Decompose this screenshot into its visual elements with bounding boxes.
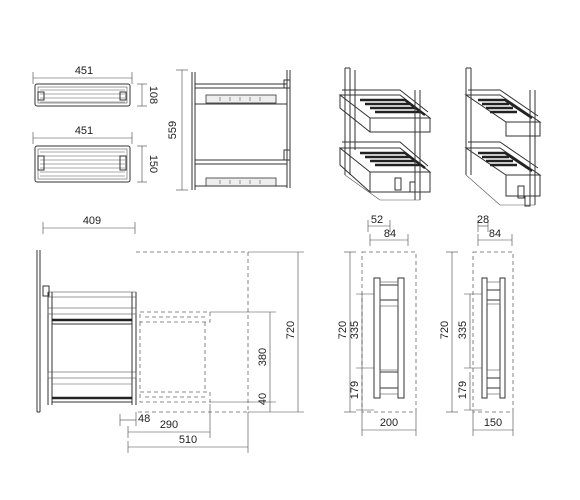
front-view-cabinet-200: 52 84 720 335 179 200 [337, 214, 417, 436]
dim-rail-offset: 48 [138, 413, 150, 425]
front-view-cabinet-150: 28 84 720 335 179 150 [439, 214, 514, 436]
dim-top-view-2-depth: 150 [147, 155, 159, 173]
dim-front-b-cabinet-width: 150 [484, 417, 502, 429]
dim-front-a-cabinet-width: 200 [380, 417, 398, 429]
dim-bottom-offset: 40 [257, 393, 269, 405]
dim-pull-out-mid: 290 [160, 419, 178, 431]
isometric-basket-1 [338, 67, 432, 201]
dim-front-b-lower: 179 [457, 381, 469, 399]
dim-front-b-upper: 335 [457, 321, 469, 339]
dim-shelf-spacing: 380 [257, 348, 269, 366]
dim-front-a-height: 720 [337, 321, 349, 339]
side-view-frame: 559 [167, 69, 291, 191]
dim-front-a-lower: 179 [349, 381, 361, 399]
dim-front-b-height: 720 [439, 321, 451, 339]
dim-top-view-1-depth: 108 [147, 86, 159, 104]
dim-front-a-offset: 52 [371, 214, 383, 226]
dim-front-a-upper: 335 [349, 321, 361, 339]
dim-front-a-width: 84 [384, 228, 396, 240]
dim-front-b-width: 84 [489, 228, 501, 240]
dim-side-height: 559 [167, 121, 179, 139]
dim-cabinet-height: 720 [285, 321, 297, 339]
dim-pull-out-full: 510 [179, 434, 197, 446]
top-view-basket-small: 451 108 [32, 65, 159, 107]
dim-front-b-offset: 28 [477, 214, 489, 226]
isometric-basket-2 [464, 67, 542, 207]
cabinet-side-section: 409 720 380 40 [36, 215, 304, 453]
dim-cabinet-depth: 409 [83, 215, 101, 227]
dim-top-view-1-width: 451 [75, 65, 93, 77]
top-view-basket-large: 451 150 [32, 125, 159, 183]
dim-top-view-2-width: 451 [75, 125, 93, 137]
